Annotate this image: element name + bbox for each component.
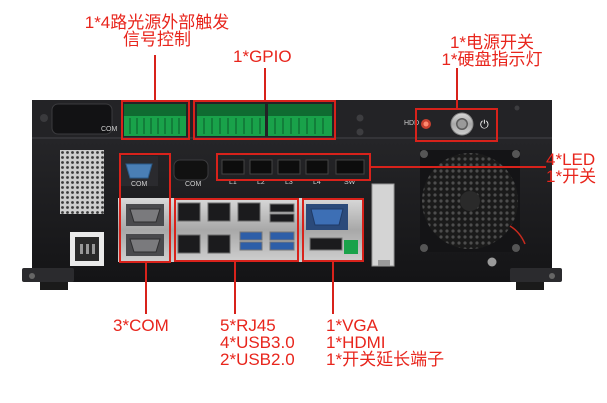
- power-panel: ⏻: [421, 105, 520, 136]
- callout-network-line1: 5*RJ45: [220, 316, 276, 335]
- gpio-terminal-blocks: [197, 104, 332, 136]
- callout-led-line1: 4*LED: [546, 151, 596, 169]
- network-usb-highlight-box: [174, 198, 299, 262]
- trigger-leader-line: [154, 55, 156, 101]
- power-leader-line: [456, 68, 458, 109]
- chassis-label-com-top: COM: [101, 126, 118, 133]
- callout-video: 1*VGA 1*HDMI 1*开关延长端子: [326, 317, 444, 368]
- chassis-label-l2: L2: [257, 179, 265, 186]
- svg-text:⏻: ⏻: [480, 118, 489, 131]
- trigger-terminal-block: [124, 104, 186, 136]
- chassis-feet: [22, 268, 562, 290]
- gpio-leader-line: [264, 68, 266, 101]
- callout-led-line2: 1*开关: [546, 167, 597, 185]
- video-highlight-box: [302, 198, 364, 262]
- top-com-blank: [40, 103, 113, 135]
- chassis-label-l4: L4: [313, 179, 321, 186]
- callout-trigger-line1: 1*4路光源外部触发: [84, 13, 230, 32]
- chassis-label-l3: L3: [285, 179, 293, 186]
- callout-com: 3*COM: [113, 316, 169, 335]
- usb-ports: [239, 203, 295, 251]
- network-leader-line: [234, 262, 236, 314]
- chassis-label-sw: SW: [344, 179, 356, 186]
- callout-power-line1: 1*电源开关: [449, 33, 535, 52]
- com-highlight-box: [119, 153, 171, 263]
- led-connectors: [221, 159, 365, 175]
- power-highlight-box: [415, 108, 498, 142]
- video-leader-line: [332, 262, 334, 314]
- left-vent-grille: [60, 150, 104, 214]
- callout-power-line2: 1*硬盘指示灯: [441, 50, 543, 69]
- com-ports: [126, 204, 164, 256]
- callout-power: 1*电源开关 1*硬盘指示灯: [430, 34, 554, 68]
- led-leader-line: [370, 166, 546, 168]
- chassis-label-com-a: COM: [131, 181, 148, 188]
- callout-video-line3: 1*开关延长端子: [326, 350, 445, 369]
- power-inlet: [70, 232, 104, 266]
- callout-network: 5*RJ45 4*USB3.0 2*USB2.0: [220, 317, 295, 368]
- com-upper-port: [120, 156, 158, 186]
- trigger-highlight-box: [121, 100, 190, 140]
- chassis-label-com-b: COM: [185, 181, 202, 188]
- com-leader-line: [145, 262, 147, 314]
- callout-led: 4*LED 1*开关: [546, 151, 607, 185]
- switch-extension-terminal: [344, 240, 358, 254]
- expansion-slot: [371, 183, 395, 267]
- callout-network-line3: 2*USB2.0: [220, 350, 295, 369]
- callout-video-line2: 1*HDMI: [326, 333, 386, 352]
- callout-network-line2: 4*USB3.0: [220, 333, 295, 352]
- callout-gpio: 1*GPIO: [233, 47, 292, 66]
- vga-port: [306, 204, 348, 230]
- callout-trigger-line2: 信号控制: [123, 30, 191, 49]
- hdmi-port: [309, 237, 343, 251]
- gpio-highlight-box: [193, 100, 336, 140]
- callout-trigger: 1*4路光源外部触发 信号控制: [82, 14, 232, 48]
- chassis-label-l1: L1: [229, 179, 237, 186]
- chassis-label-hdd: HDD: [404, 120, 420, 127]
- led-highlight-box: [216, 153, 371, 181]
- rj45-ports: [177, 202, 261, 254]
- callout-video-line1: 1*VGA: [326, 316, 378, 335]
